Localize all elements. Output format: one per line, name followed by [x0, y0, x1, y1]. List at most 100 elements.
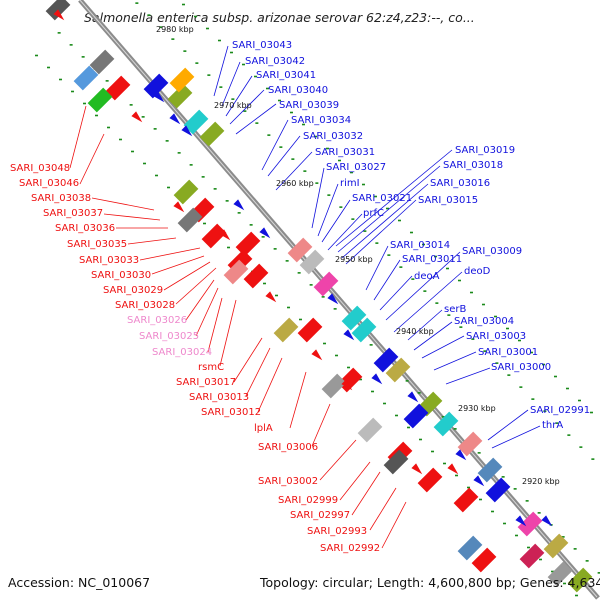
gene-label[interactable]: SARI_03035	[67, 239, 127, 250]
gene-label[interactable]: SARI_03017	[176, 377, 236, 388]
gene-label[interactable]: SARI_03034	[291, 115, 351, 126]
gene-label[interactable]: thrA	[542, 420, 563, 431]
gene-label[interactable]: rimI	[340, 178, 360, 189]
leader-line-forward	[207, 297, 223, 353]
reverse-gene-block	[169, 67, 195, 93]
gene-label[interactable]: SARI_03031	[315, 147, 375, 158]
gene-label[interactable]: SARI_03021	[352, 193, 412, 204]
leader-line-forward	[245, 347, 271, 397]
reverse-gene-arrow	[327, 293, 339, 305]
tick-dot-far-left	[493, 315, 497, 318]
leader-line-forward	[185, 279, 215, 321]
gene-label[interactable]: SARI_03004	[454, 316, 514, 327]
leader-line-forward	[127, 237, 177, 245]
reverse-strand-labels: SARI_03043 SARI_03042 SARI_03041 SARI_03…	[232, 40, 590, 431]
tick-dot-right	[597, 572, 600, 574]
tick-dot-far-left	[589, 411, 593, 414]
tick-dot-right	[297, 272, 301, 274]
gene-label[interactable]: SARI_03039	[279, 100, 339, 111]
gene-label[interactable]: SARI_03036	[55, 223, 115, 234]
gene-label[interactable]: SARI_03018	[443, 160, 503, 171]
gene-label[interactable]: SARI_03002	[258, 476, 318, 487]
reverse-gene-block	[457, 431, 483, 457]
tick-dot-left	[459, 326, 463, 328]
gene-label[interactable]: SARI_03025	[139, 331, 199, 342]
gene-label[interactable]: SARI_03015	[418, 195, 478, 206]
forward-gene-block	[105, 75, 131, 101]
gene-label[interactable]: SARI_03027	[326, 162, 386, 173]
gene-label[interactable]: SARI_03009	[462, 246, 522, 257]
tick-dot-far-left	[397, 219, 401, 222]
tick-dot-far-left	[349, 171, 353, 174]
leader-line-reverse	[261, 119, 289, 171]
scale-label: 2960 kbp	[276, 179, 314, 188]
tick-dot-far-right	[455, 474, 459, 477]
gene-label[interactable]: SARI_03028	[115, 300, 175, 311]
gene-label[interactable]: SARI_03024	[152, 347, 212, 358]
gene-label[interactable]: serB	[444, 304, 466, 315]
gene-label[interactable]: SARI_03043	[232, 40, 292, 51]
reverse-gene-block	[543, 533, 569, 559]
tick-dot-far-left	[361, 183, 365, 186]
gene-label[interactable]: SARI_03013	[189, 392, 249, 403]
gene-label[interactable]: rsmC	[198, 362, 224, 373]
gene-label[interactable]: SARI_03016	[430, 178, 490, 189]
reverse-gene-arrow	[541, 515, 553, 527]
forward-gene-arrow	[411, 463, 423, 475]
tick-dot-left	[159, 26, 163, 28]
tick-dot-far-right	[383, 402, 387, 405]
tick-dot-right	[225, 200, 229, 202]
leader-line-forward	[369, 487, 397, 531]
tick-dot-far-right	[287, 306, 291, 309]
gene-label[interactable]: SARI_03033	[79, 255, 139, 266]
gene-label[interactable]: SARI_03026	[127, 315, 187, 326]
tick-dot-far-left	[421, 243, 425, 246]
tick-dot-left	[147, 14, 151, 16]
gene-label[interactable]: lplA	[254, 423, 273, 434]
gene-label[interactable]: SARI_03030	[91, 270, 151, 281]
gene-label[interactable]: SARI_03012	[201, 407, 261, 418]
tick-dot-far-right	[119, 138, 123, 141]
tick-dot-far-right	[143, 162, 147, 165]
leader-line-reverse	[225, 75, 253, 117]
leader-line-reverse	[487, 409, 529, 441]
tick-dot-right	[81, 56, 85, 58]
gene-label[interactable]: SARI_03042	[245, 56, 305, 67]
gene-label[interactable]: SARI_02992	[320, 543, 380, 554]
gene-label[interactable]: SARI_02991	[530, 405, 590, 416]
gene-label[interactable]: SARI_02993	[307, 526, 367, 537]
gene-label[interactable]: SARI_03011	[402, 254, 462, 265]
gene-label[interactable]: SARI_02997	[290, 510, 350, 521]
forward-gene-block	[201, 223, 227, 249]
gene-label[interactable]: prfC	[363, 208, 384, 219]
gene-label[interactable]: SARI_03001	[478, 347, 538, 358]
gene-label[interactable]: SARI_03032	[303, 131, 363, 142]
tick-dot-left	[363, 230, 367, 232]
tick-dot-far-right	[419, 438, 423, 441]
gene-label[interactable]: deoD	[464, 266, 491, 277]
leader-line-reverse	[337, 165, 441, 253]
gene-label[interactable]: SARI_03014	[390, 240, 450, 251]
forward-gene-block	[87, 87, 113, 113]
gene-label[interactable]: SARI_03000	[491, 362, 551, 373]
gene-label[interactable]: SARI_03006	[258, 442, 318, 453]
tick-dot-far-right	[443, 462, 447, 465]
gene-label[interactable]: SARI_03040	[268, 85, 328, 96]
gene-label[interactable]: SARI_03038	[31, 193, 91, 204]
tick-dot-right	[405, 380, 409, 382]
gene-label[interactable]: SARI_03003	[466, 331, 526, 342]
gene-label[interactable]: deoA	[414, 271, 440, 282]
scale-label: 2980 kbp	[156, 25, 194, 34]
gene-label[interactable]: SARI_03048	[10, 163, 70, 174]
gene-label[interactable]: SARI_03029	[103, 285, 163, 296]
gene-label[interactable]: SARI_03019	[455, 145, 515, 156]
gene-label[interactable]: SARI_03046	[19, 178, 79, 189]
tick-dot-left	[135, 2, 139, 4]
reverse-gene-block	[199, 121, 225, 147]
gene-label[interactable]: SARI_03037	[43, 208, 103, 219]
tick-dot-far-right	[47, 66, 51, 69]
gene-label[interactable]: SARI_02999	[278, 495, 338, 506]
tick-dot-right	[285, 260, 289, 262]
gene-label[interactable]: SARI_03041	[256, 70, 316, 81]
reverse-gene-arrow	[407, 391, 419, 403]
